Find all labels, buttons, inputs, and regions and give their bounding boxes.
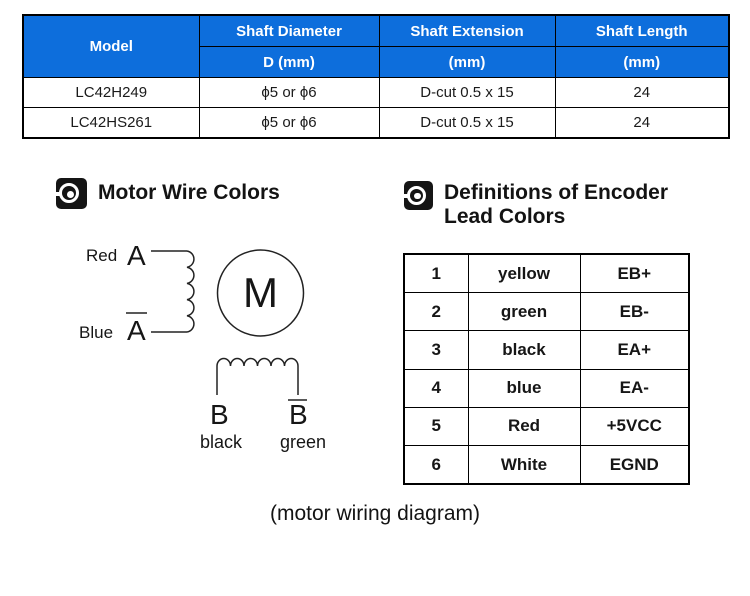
phase-a-color-label: Red [86,246,117,265]
spec-header-shaft-extension-unit: (mm) [378,46,556,78]
phase-a-bar-color-label: Blue [79,323,113,342]
phase-b-bar-label: B [289,399,308,430]
spec-diameter-cell: ϕ5 or ϕ6 [198,107,380,139]
spec-header-shaft-length: Shaft Length [554,14,730,47]
encoder-wire-color: yellow [467,253,581,294]
spec-header-model: Model [22,14,200,78]
encoder-row: 6 White EGND [403,444,690,485]
encoder-row: 3 black EA+ [403,330,690,370]
phase-a-bar-label: A [127,315,146,346]
spec-header-shaft-diameter: Shaft Diameter [198,14,380,47]
encoder-signal: EB- [579,292,690,332]
phase-a-coil [186,250,195,333]
target-icon [404,181,433,210]
encoder-wire-color: black [467,330,581,370]
encoder-lead-table: 1 yellow EB+ 2 green EB- 3 black EA+ 4 b… [403,253,690,486]
encoder-signal: +5VCC [579,406,690,446]
target-icon [56,178,87,209]
spec-length-cell: 24 [554,77,730,108]
encoder-pin: 6 [403,444,469,485]
encoder-signal: EA+ [579,330,690,370]
encoder-pin: 4 [403,368,469,408]
spec-header-shaft-length-unit: (mm) [554,46,730,78]
shaft-spec-table: Model Shaft Diameter Shaft Extension Sha… [22,14,730,139]
encoder-pin: 2 [403,292,469,332]
encoder-title-line2: Lead Colors [444,205,566,228]
motor-wire-colors-heading: Motor Wire Colors [56,178,280,209]
spec-length-cell: 24 [554,107,730,139]
encoder-wire-color: Red [467,406,581,446]
encoder-wire-color: White [467,444,581,485]
encoder-signal: EGND [579,444,690,485]
phase-a-label: A [127,240,146,271]
encoder-signal: EA- [579,368,690,408]
spec-header-shaft-extension: Shaft Extension [378,14,556,47]
spec-header-shaft-diameter-unit: D (mm) [198,46,380,78]
encoder-title-line1: Definitions of Encoder [444,181,669,204]
motor-label: M [243,269,278,316]
spec-extension-cell: D-cut 0.5 x 15 [378,77,556,108]
encoder-pin: 1 [403,253,469,294]
phase-b-label: B [210,399,229,430]
encoder-row: 4 blue EA- [403,368,690,408]
phase-b-wire-color-label: black [200,432,243,452]
encoder-lead-colors-heading: Definitions of Encoder Lead Colors [404,181,668,229]
spec-model-cell: LC42H249 [22,77,200,108]
encoder-row: 5 Red +5VCC [403,406,690,446]
diagram-caption: (motor wiring diagram) [269,502,481,525]
encoder-signal: EB+ [579,253,690,294]
phase-b-coil [216,357,299,395]
phase-b-bar-wire-color-label: green [280,432,326,452]
encoder-pin: 3 [403,330,469,370]
spec-row-lc42h249: LC42H249 ϕ5 or ϕ6 D-cut 0.5 x 15 24 [22,77,730,108]
spec-extension-cell: D-cut 0.5 x 15 [378,107,556,139]
encoder-wire-color: blue [467,368,581,408]
spec-diameter-cell: ϕ5 or ϕ6 [198,77,380,108]
spec-model-cell: LC42HS261 [22,107,200,139]
motor-wire-colors-title: Motor Wire Colors [98,181,280,204]
encoder-wire-color: green [467,292,581,332]
encoder-pin: 5 [403,406,469,446]
encoder-lead-colors-title: Definitions of Encoder Lead Colors [444,181,668,229]
spec-row-lc42hs261: LC42HS261 ϕ5 or ϕ6 D-cut 0.5 x 15 24 [22,107,730,139]
encoder-row: 1 yellow EB+ [403,253,690,294]
motor-circle [216,249,305,337]
encoder-row: 2 green EB- [403,292,690,332]
